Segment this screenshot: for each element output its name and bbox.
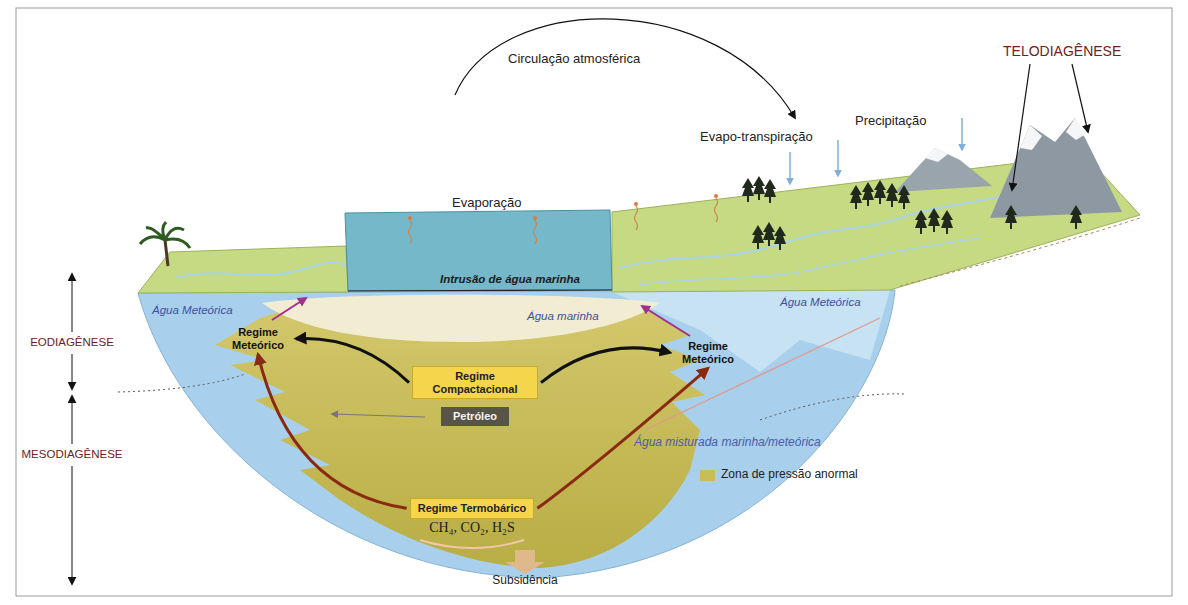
- palm-tree: [165, 240, 168, 266]
- land-surface: [138, 155, 1140, 293]
- node-title: Petróleo: [453, 410, 497, 423]
- evaporation-arrows: [635, 206, 638, 230]
- evaporation-arrows: [534, 220, 537, 244]
- regime-box: Regime Compactacional: [412, 366, 538, 399]
- evaporation-arrows: [634, 202, 638, 206]
- water-label: Água marinha: [527, 310, 599, 323]
- trees: [753, 176, 765, 200]
- frame: [16, 8, 1172, 596]
- formula-text: CH₄, CO₂, H₂S: [429, 520, 514, 536]
- river: [175, 262, 346, 278]
- petroleum-box: Petróleo: [441, 407, 509, 426]
- node-title: Regime Meteórico: [223, 326, 293, 351]
- mountains: [895, 118, 1122, 218]
- evaporation-arrows: [714, 194, 718, 198]
- trees: [928, 208, 940, 232]
- water-label: Água Meteórica: [152, 304, 233, 317]
- land-left: [138, 246, 348, 293]
- flow-label: Circulação atmosférica: [508, 52, 640, 67]
- diagenesis-range-arrows: [72, 274, 73, 332]
- node-title: Regime Compactacional: [420, 370, 530, 395]
- zone-boundary: [118, 374, 245, 392]
- process-label: Precipitação: [855, 114, 927, 129]
- flow-arrow: [258, 354, 407, 508]
- trees: [742, 176, 1082, 250]
- circulation-arrow: [455, 19, 795, 118]
- mountain: [895, 148, 992, 192]
- diagenesis-range-arrows: [72, 466, 73, 584]
- water-label: Água Meteórica: [780, 296, 861, 309]
- node-title: Regime Meteórico: [673, 340, 743, 365]
- legend-swatch: [700, 470, 715, 481]
- trees: [1070, 205, 1082, 229]
- mountain: [990, 118, 1122, 218]
- process-label: Subsidência: [492, 574, 557, 588]
- snow: [925, 148, 948, 162]
- trees: [752, 225, 764, 249]
- precipitation-arrows: [837, 140, 839, 176]
- process-label: Evaporação: [452, 196, 521, 211]
- marine-water-lens: [262, 295, 660, 342]
- regime-box: Regime TermobáricoCH₄, CO₂, H₂S: [410, 498, 535, 519]
- meteoric-flow-arrows: [642, 306, 690, 336]
- flow-arrow: [541, 348, 670, 383]
- process-label: Evapo-transpiração: [700, 130, 813, 145]
- trees: [774, 226, 786, 250]
- trees: [898, 185, 910, 209]
- stage-label: MESODIAGÊNESE: [22, 448, 123, 461]
- regime-label: Regime Meteórico: [223, 326, 293, 351]
- evaporation-arrows: [533, 216, 537, 220]
- boundary-line: [900, 218, 1140, 286]
- regime-label: Regime Meteórico: [673, 340, 743, 365]
- palm-tree: [140, 222, 190, 266]
- trees: [874, 180, 886, 204]
- telodiagenesis-arrows: [1012, 64, 1030, 190]
- meteoric-flow-arrows: [272, 298, 690, 336]
- snow: [1020, 125, 1042, 150]
- evaporation-arrows: [408, 194, 718, 244]
- evaporation-arrows: [409, 220, 412, 244]
- snow: [1066, 118, 1086, 140]
- legend-text: Zona de pressão anormal: [721, 468, 858, 482]
- trees: [742, 178, 754, 202]
- stage-label: TELODIAGÊNESE: [1003, 43, 1121, 59]
- node-title: Regime Termobárico: [418, 502, 527, 515]
- diagenesis-range-arrows: [72, 396, 73, 444]
- telodiagenesis-arrows: [1012, 64, 1088, 190]
- lake: [345, 210, 612, 291]
- diagenesis-range-arrows: [72, 354, 73, 389]
- basin-section: [118, 290, 905, 578]
- trees: [941, 210, 953, 234]
- gas-arrow: [420, 540, 524, 548]
- diagenesis-range-arrows: [72, 274, 73, 584]
- water-label: Água misturada marinha/meteórica: [634, 436, 821, 450]
- river: [620, 188, 1040, 268]
- stage-label: EODIAGÊNESE: [30, 336, 114, 349]
- meteoric-flow-arrows: [272, 298, 306, 320]
- precipitation-arrows: [961, 118, 963, 150]
- process-label: Intrusão de água marinha: [440, 273, 580, 286]
- trees: [915, 210, 927, 234]
- trees: [862, 182, 874, 206]
- flow-arrow: [296, 338, 409, 382]
- trees: [1005, 205, 1017, 229]
- evaporation-arrows: [715, 198, 718, 222]
- telodiagenesis-arrows: [1072, 64, 1088, 132]
- subsidence-arrow: [505, 550, 545, 574]
- palm-tree: [140, 222, 190, 248]
- trees: [850, 185, 862, 209]
- migration-arrow: [332, 414, 425, 417]
- zone-boundary: [760, 394, 905, 420]
- leader-line: [645, 318, 880, 430]
- trees: [763, 222, 775, 246]
- trees: [764, 179, 776, 203]
- meteoric-water: [138, 290, 895, 578]
- precipitation-arrows: [789, 152, 791, 184]
- evaporation-arrows: [408, 216, 412, 220]
- trees: [886, 183, 898, 207]
- intrusion-line: [348, 290, 612, 291]
